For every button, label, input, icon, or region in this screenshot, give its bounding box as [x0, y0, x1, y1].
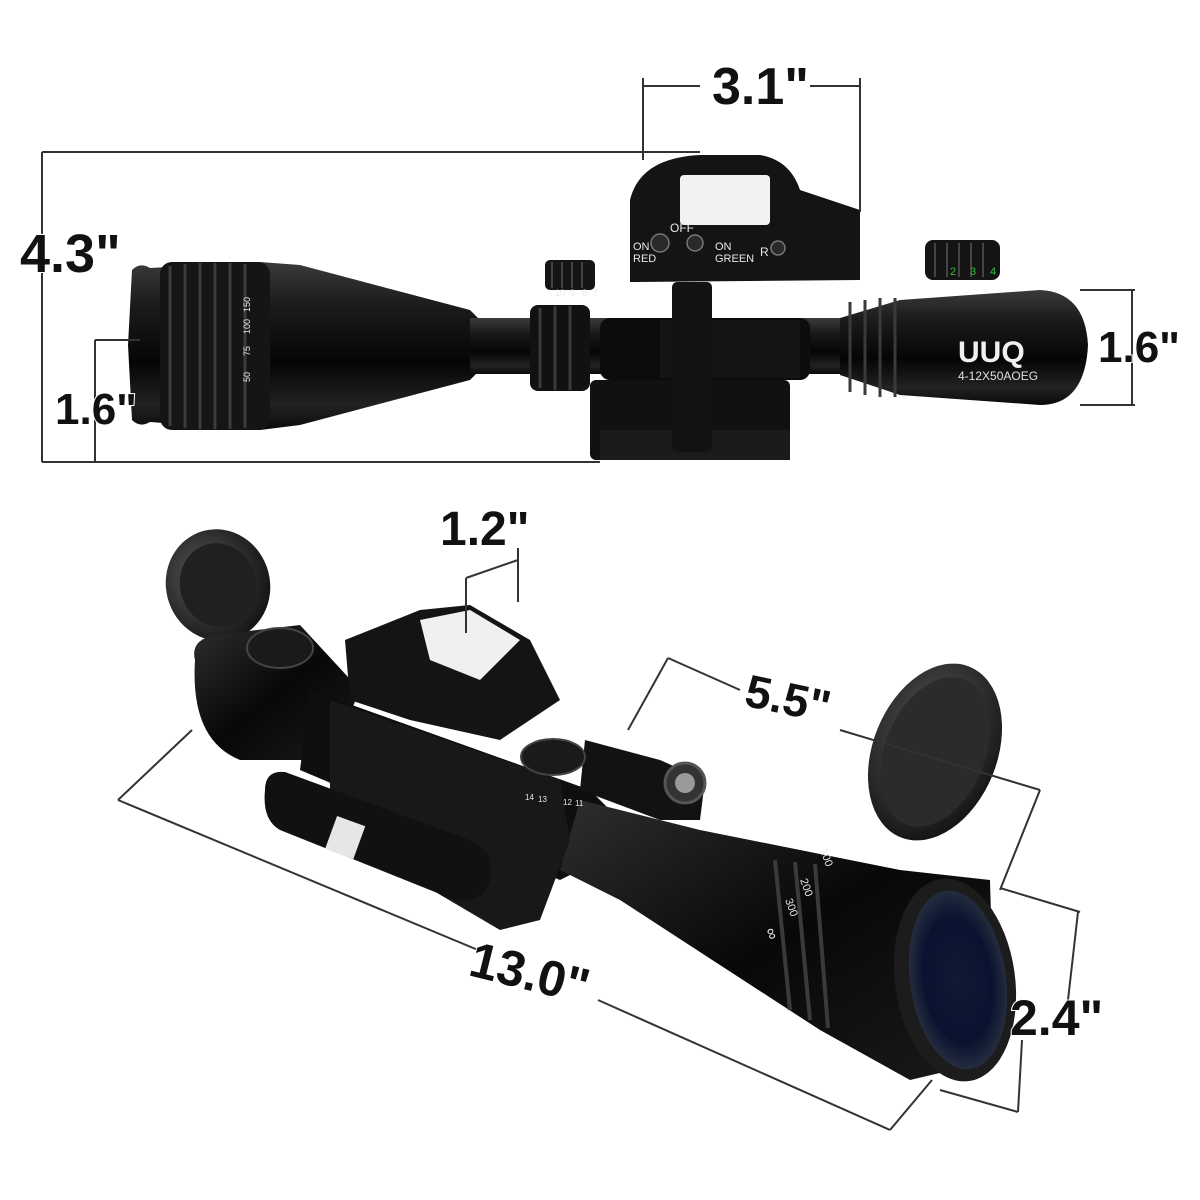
- angled-objective-bell: [560, 800, 995, 1080]
- range-mark: 100: [817, 847, 835, 868]
- svg-text:RED: RED: [633, 253, 656, 265]
- eyepiece: [840, 290, 1088, 405]
- scope-side-view: OFF ON RED ON GREEN R 2 3 4 10 9 8 7 50 …: [128, 155, 1088, 460]
- parallax-scale: 50 75 100 150: [242, 297, 252, 382]
- angled-objective-ribs: [773, 859, 830, 1029]
- dim-overall-length: 13.0": [464, 931, 595, 1015]
- sight-switch-knob: [650, 233, 670, 253]
- label-on-red: ON: [633, 241, 650, 253]
- mag-mark: 10: [555, 288, 565, 298]
- dim-sight-width: 1.2": [440, 503, 529, 556]
- label-on-green: ON: [715, 241, 732, 253]
- dim-objective-height: 1.6": [55, 385, 137, 434]
- dim-flashlight-length: 5.5": [741, 664, 836, 733]
- laser-module: [264, 771, 491, 901]
- label-off: OFF: [670, 221, 694, 235]
- turret-mark-4: 4: [990, 266, 996, 278]
- range-scale: 100 200 300 ∞: [761, 847, 834, 942]
- parallax-mark: 50: [242, 372, 252, 382]
- parallax-mark: 100: [242, 319, 252, 334]
- top-dimension-lines: [41, 78, 1135, 463]
- elevation-turret: [925, 240, 1000, 280]
- mag-mark: 8: [582, 288, 587, 298]
- angled-turret-mark: 12: [563, 798, 572, 807]
- range-mark: 300: [782, 897, 800, 918]
- dim-objective-diameter: 2.4": [1010, 990, 1103, 1046]
- angled-dimension-lines: [117, 548, 1081, 1131]
- parallax-mark: 150: [242, 297, 252, 312]
- angled-turret-mark: 11: [575, 799, 584, 808]
- brand-logo: UUQ: [958, 336, 1025, 369]
- scope-angled-view: 14 13 12 11 100 200 300 ∞: [165, 529, 1017, 1082]
- dim-height: 4.3": [20, 224, 121, 284]
- dim-sight-length: 3.1": [712, 58, 809, 116]
- range-mark: ∞: [761, 926, 781, 943]
- svg-text:GREEN: GREEN: [715, 253, 754, 265]
- turret-mark-3: 3: [970, 266, 976, 278]
- model-label: 4-12X50AOEG: [958, 369, 1038, 383]
- angled-turret-mark: 13: [538, 795, 547, 804]
- mag-mark: 9: [570, 288, 575, 298]
- picatinny-rail: [330, 700, 570, 930]
- elevation-turret-angled: [520, 738, 586, 776]
- objective-ribs: [168, 263, 247, 429]
- range-mark: 200: [797, 877, 815, 898]
- angled-turret-mark: 14: [525, 793, 534, 802]
- parallax-mark: 75: [242, 346, 252, 356]
- dim-eyepiece-height: 1.6": [1098, 323, 1180, 372]
- mag-ring: [530, 305, 590, 391]
- windage-turret: [246, 627, 314, 669]
- eyepiece-ribs: [848, 298, 897, 397]
- mag-mark: 7: [593, 288, 598, 298]
- label-reticle: R: [760, 245, 769, 259]
- turret-mark-2: 2: [950, 266, 956, 278]
